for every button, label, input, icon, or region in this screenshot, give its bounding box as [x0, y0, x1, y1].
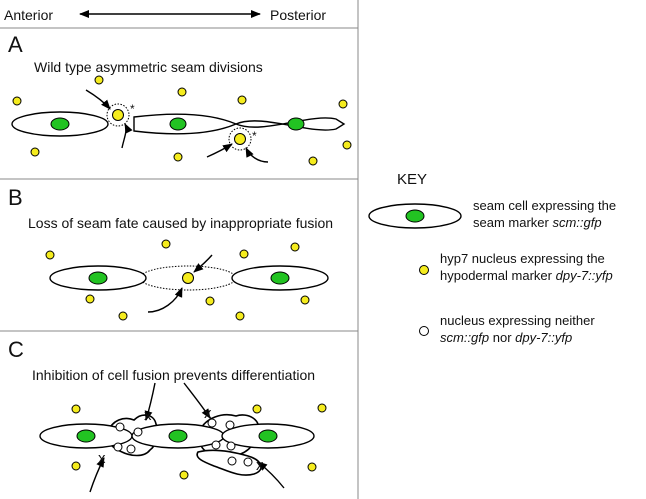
dividing-seam-cell [133, 113, 346, 135]
seam-nucleus [258, 429, 278, 443]
white-nucleus [225, 420, 235, 430]
fusion-arrow [206, 143, 233, 158]
hyp7-nuclei [45, 239, 310, 321]
white-nucleus [226, 441, 236, 451]
hyp7-nucleus [338, 99, 348, 109]
fusion-arrow [245, 147, 269, 163]
block-mark: x [256, 457, 264, 474]
hyp7-nucleus [71, 461, 81, 471]
hyp7-nucleus [205, 296, 215, 306]
blocked-fusion-arrow [89, 457, 105, 493]
hyp7-nuclei [71, 403, 327, 480]
asterisk-mark: * [252, 129, 257, 143]
white-nucleus [126, 444, 136, 454]
seam-nucleus [270, 271, 290, 285]
fusing-daughter-outline [228, 127, 252, 151]
key-neither-line1: nucleus expressing neither [440, 313, 595, 328]
hyp7-nucleus [235, 311, 245, 321]
key-yellow-nucleus-icon [419, 265, 429, 275]
hyp7-nucleus [237, 95, 247, 105]
block-mark: x [204, 405, 212, 422]
blocked-fusion-arrow [257, 461, 285, 489]
anterior-posterior-axis: Anterior Posterior [4, 7, 326, 23]
hyp7-nucleus [12, 96, 22, 106]
white-nucleus [113, 442, 123, 452]
hyp7-nucleus [30, 147, 40, 157]
panel-c: C Inhibition of cell fusion prevents dif… [8, 337, 327, 493]
hyp7-nucleus [308, 156, 318, 166]
panel-a-letter: A [8, 32, 23, 57]
hyp7-nucleus [161, 239, 171, 249]
fusing-daughter-outline [106, 103, 130, 127]
fusion-arrow [147, 287, 183, 313]
key-heading: KEY [397, 171, 427, 188]
hyp7-nucleus [300, 295, 310, 305]
white-nucleus [243, 457, 253, 467]
hyp7-nucleus [85, 294, 95, 304]
seam-nucleus [169, 117, 187, 131]
hyp7-nucleus [71, 404, 81, 414]
key-neither-line2: scm::gfp nor dpy-7::yfp [440, 330, 572, 345]
key-seam-line2: seam marker scm::gfp [473, 215, 602, 230]
key-seam-nucleus-icon [405, 209, 425, 223]
key-white-nucleus-icon [419, 326, 429, 336]
white-nucleus [207, 418, 217, 428]
fusion-arrow [85, 89, 111, 110]
seam-nucleus [287, 117, 305, 131]
seam-nucleus [76, 429, 96, 443]
panel-c-title: Inhibition of cell fusion prevents diffe… [32, 367, 315, 383]
seam-nucleus [50, 117, 70, 131]
key-seam-line1: seam cell expressing the [473, 198, 616, 213]
undifferentiated-nuclei [113, 418, 253, 467]
panel-a-title: Wild type asymmetric seam divisions [34, 59, 263, 75]
hyp7-nucleus [179, 470, 189, 480]
seam-nucleus [168, 429, 188, 443]
anterior-label: Anterior [4, 7, 53, 23]
hyp7-nucleus [112, 109, 124, 121]
posterior-label: Posterior [270, 7, 326, 23]
block-mark: x [98, 450, 106, 467]
hyp7-nucleus [182, 272, 194, 284]
hyp7-nucleus [173, 152, 183, 162]
panel-c-letter: C [8, 337, 24, 362]
fusion-arrow [193, 254, 213, 273]
hyp7-nucleus [118, 311, 128, 321]
hyp7-nucleus [234, 133, 246, 145]
fusion-arrow [121, 123, 133, 149]
hyp7-nucleus [290, 242, 300, 252]
hyp7-nucleus [177, 87, 187, 97]
panel-b-title: Loss of seam fate caused by inappropriat… [28, 215, 333, 231]
hyp7-nucleus [342, 140, 352, 150]
hyp7-nucleus [317, 403, 327, 413]
panel-a: A Wild type asymmetric seam divisions * … [8, 32, 352, 166]
key-hyp7-line2: hypodermal marker dpy-7::yfp [440, 268, 613, 283]
asterisk-mark: * [130, 102, 135, 116]
block-mark: x [144, 407, 152, 424]
blocked-fusion-arrow [144, 382, 156, 421]
hyp7-nucleus [307, 462, 317, 472]
hyp7-nucleus [45, 250, 55, 260]
hyp7-nucleus [252, 404, 262, 414]
hyp7-nucleus [94, 75, 104, 85]
hyp7-nucleus [239, 249, 249, 259]
key-legend: KEY seam cell expressing the seam marker… [368, 171, 616, 345]
white-nucleus [227, 456, 237, 466]
hyp7-nuclei [12, 75, 352, 166]
seam-nucleus [88, 271, 108, 285]
white-nucleus [133, 427, 143, 437]
panel-b-letter: B [8, 185, 23, 210]
panel-frames [0, 0, 359, 499]
blocked-fusion-arrow [183, 382, 211, 419]
panel-b: B Loss of seam fate caused by inappropri… [8, 185, 333, 321]
white-nucleus [115, 422, 125, 432]
white-nucleus [211, 440, 221, 450]
key-hyp7-line1: hyp7 nucleus expressing the [440, 251, 605, 266]
